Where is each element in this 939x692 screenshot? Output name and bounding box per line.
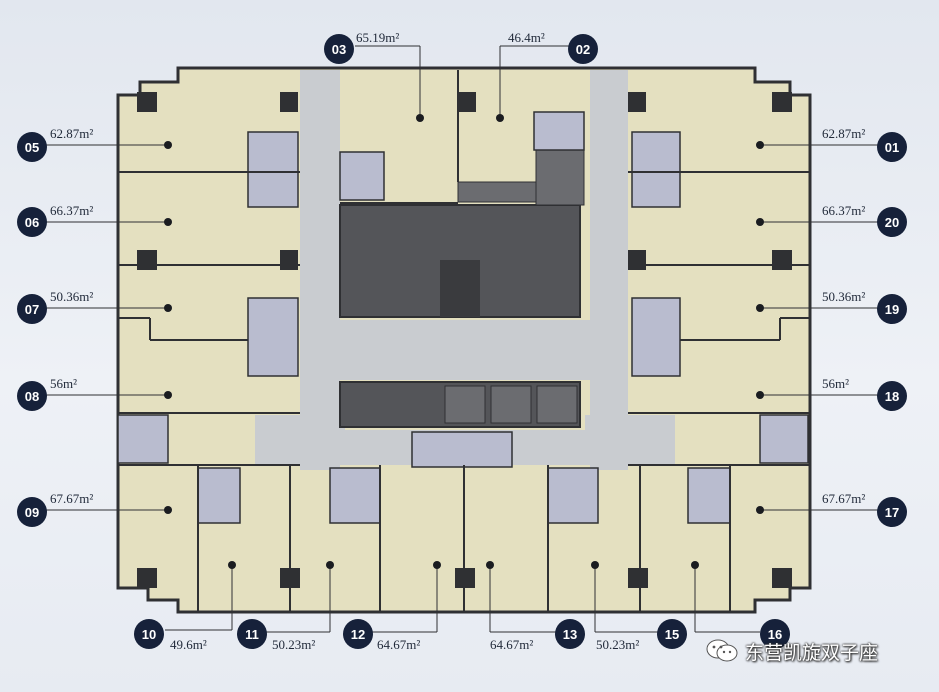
unit-area-18: 56m² <box>822 376 850 391</box>
unit-area-02: 46.4m² <box>508 30 545 45</box>
unit-badge-03: 03 <box>324 34 354 64</box>
unit-area-06: 66.37m² <box>50 203 94 218</box>
unit-badge-05: 05 <box>17 132 47 162</box>
unit-area-10: 49.6m² <box>170 637 207 652</box>
unit-area-13: 64.67m² <box>490 637 534 652</box>
unit-area-08: 56m² <box>50 376 78 391</box>
unit-badge-17: 17 <box>877 497 907 527</box>
unit-area-11: 50.23m² <box>272 637 316 652</box>
unit-badge-20: 20 <box>877 207 907 237</box>
unit-area-15: 50.23m² <box>596 637 640 652</box>
leader-lines <box>45 45 880 633</box>
unit-area-01: 62.87m² <box>822 126 866 141</box>
core-shaft-2 <box>490 385 532 424</box>
unit-area-20: 66.37m² <box>822 203 866 218</box>
core-shaft-3 <box>536 385 578 424</box>
unit-area-05: 62.87m² <box>50 126 94 141</box>
unit-area-09: 67.67m² <box>50 491 94 506</box>
corridor-right-vertical <box>590 70 628 470</box>
unit-badge-19: 19 <box>877 294 907 324</box>
unit-area-17: 67.67m² <box>822 491 866 506</box>
unit-badge-13: 13 <box>555 619 585 649</box>
bathrooms <box>117 111 809 524</box>
unit-area-07: 50.36m² <box>50 289 94 304</box>
unit-area-12: 64.67m² <box>377 637 421 652</box>
unit-badge-15: 15 <box>657 619 687 649</box>
corridor-left-vertical <box>300 70 340 470</box>
corridor-middle <box>300 320 628 380</box>
unit-badge-16: 16 <box>760 619 790 649</box>
wechat-icon <box>706 639 738 662</box>
unit-badge-06: 06 <box>17 207 47 237</box>
watermark: 东营凯旋双子座 <box>705 638 878 664</box>
unit-badge-12: 12 <box>343 619 373 649</box>
room-dots <box>164 114 764 569</box>
unit-badge-01: 01 <box>877 132 907 162</box>
unit-badge-11: 11 <box>237 619 267 649</box>
unit-badge-02: 02 <box>568 34 598 64</box>
unit-badge-07: 07 <box>17 294 47 324</box>
core-upper-dark <box>440 260 480 317</box>
unit-area-03: 65.19m² <box>356 30 400 45</box>
unit-badge-09: 09 <box>17 497 47 527</box>
core-top-right <box>535 149 585 206</box>
core-shaft-1 <box>444 385 486 424</box>
unit-area-19: 50.36m² <box>822 289 866 304</box>
unit-badge-10: 10 <box>134 619 164 649</box>
unit-badge-18: 18 <box>877 381 907 411</box>
structural-columns <box>137 92 792 588</box>
unit-badge-08: 08 <box>17 381 47 411</box>
watermark-text: 东营凯旋双子座 <box>745 641 879 664</box>
